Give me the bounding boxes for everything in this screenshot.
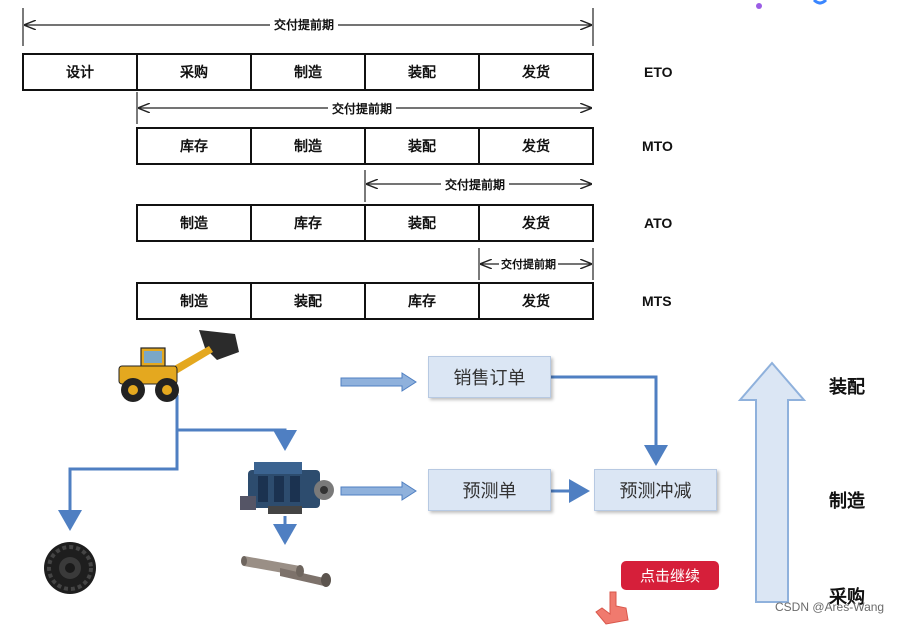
mto-cell-assembly: 装配 (364, 127, 480, 165)
mts-lead-time-label: 交付提前期 (499, 256, 558, 272)
stage-label-manufacture: 制造 (829, 491, 865, 512)
mode-label-ato: ATO (644, 215, 673, 231)
mode-label-mts: MTS (642, 293, 672, 309)
mts-cell-shipping: 发货 (478, 282, 594, 320)
mto-cell-manufacture: 制造 (250, 127, 366, 165)
mts-cell-stock: 库存 (364, 282, 480, 320)
flow-arrows (58, 361, 807, 603)
stage-label-purchase: 采购 (829, 587, 865, 608)
decorative-dot-icon (756, 0, 828, 9)
shaft-icon (241, 556, 331, 587)
stage-label-assembly: 装配 (829, 377, 865, 398)
tire-icon (44, 542, 96, 594)
mts-cell-manufacture: 制造 (136, 282, 252, 320)
eto-cell-purchase: 采购 (136, 53, 252, 91)
eto-cell-shipping: 发货 (478, 53, 594, 91)
eto-cell-assembly: 装配 (364, 53, 480, 91)
sales-order-box: 销售订单 (428, 356, 551, 398)
mts-cell-assembly: 装配 (250, 282, 366, 320)
watermark: CSDN @Ares-Wang (775, 600, 885, 614)
hand-cursor-icon (595, 591, 629, 625)
eto-lead-time-label: 交付提前期 (270, 16, 339, 33)
loader-icon (118, 330, 239, 402)
mto-cell-shipping: 发货 (478, 127, 594, 165)
forecast-offset-box: 预测冲减 (594, 469, 717, 511)
ato-cell-manufacture: 制造 (136, 204, 252, 242)
ato-lead-time-label: 交付提前期 (441, 176, 510, 193)
engine-icon (240, 462, 334, 514)
ato-cell-stock: 库存 (250, 204, 366, 242)
ato-cell-shipping: 发货 (478, 204, 594, 242)
mto-cell-stock: 库存 (136, 127, 252, 165)
continue-button[interactable]: 点击继续 (621, 561, 719, 590)
mode-label-eto: ETO (644, 64, 673, 80)
eto-cell-manufacture: 制造 (250, 53, 366, 91)
ato-cell-assembly: 装配 (364, 204, 480, 242)
eto-cell-design: 设计 (22, 53, 138, 91)
forecast-box: 预测单 (428, 469, 551, 511)
mode-label-mto: MTO (642, 138, 673, 154)
mto-lead-time-label: 交付提前期 (328, 100, 397, 117)
